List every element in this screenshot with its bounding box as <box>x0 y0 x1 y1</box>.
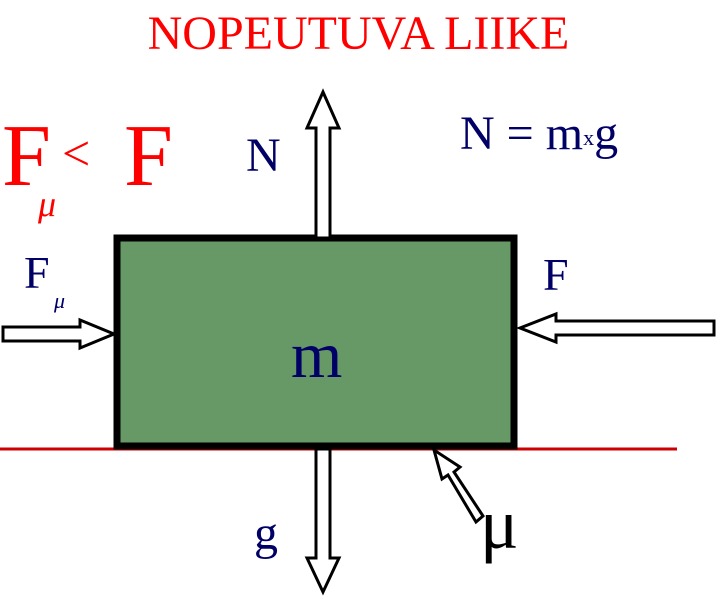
friction-force-subscript: μ <box>54 288 66 313</box>
applied-force-label: F <box>543 249 569 300</box>
normal-force-arrow <box>304 88 342 240</box>
formula-gravity: g <box>594 107 619 160</box>
formula-times: x <box>583 124 595 150</box>
formula-mass: m <box>545 107 584 160</box>
gravity-label: g <box>254 507 278 560</box>
formula-equals: = <box>506 107 534 160</box>
normal-force-label: N <box>246 129 281 182</box>
friction-coefficient-label: μ <box>480 484 519 564</box>
formula-lhs: N <box>460 107 495 160</box>
friction-force-arrow <box>1 317 118 351</box>
friction-coefficient-pointer <box>431 446 485 525</box>
inequality-friction-subscript: μ <box>38 184 57 224</box>
normal-force-formula: N = mxg <box>460 110 618 158</box>
inequality-operator: < <box>62 125 91 181</box>
mass-label: m <box>291 319 343 392</box>
inequality-friction-f: F <box>2 108 51 205</box>
applied-force-arrow <box>515 311 716 345</box>
inequality-applied-f: F <box>124 108 173 205</box>
mass-block <box>113 234 518 450</box>
gravity-arrow <box>304 447 342 596</box>
friction-force-label: F <box>24 247 50 298</box>
page-title: NOPEUTUVA LIIKE <box>147 7 570 60</box>
